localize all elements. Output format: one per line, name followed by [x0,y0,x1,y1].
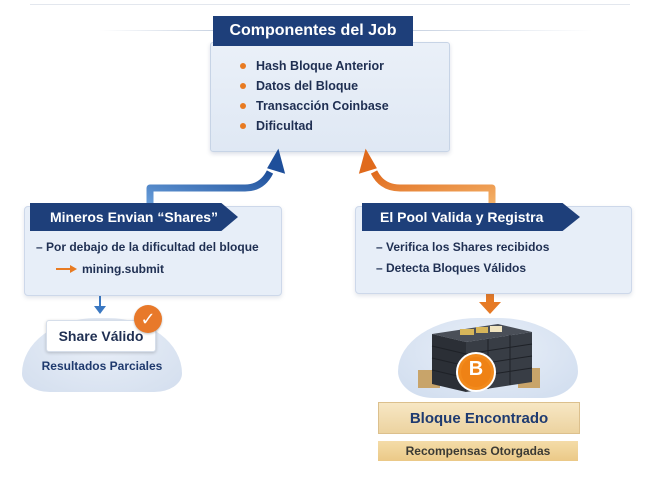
list-item: Dificultad [240,116,389,136]
miners-title: Mineros Envian “Shares” [30,203,238,231]
component-label: Datos del Bloque [256,79,359,93]
list-item: Transacción Coinbase [240,96,389,116]
header-rule-right [413,30,593,31]
rewards-label: Recompensas Otorgadas [378,441,578,461]
list-item: – Verifica los Shares recibidos [376,240,550,254]
job-components-list: Hash Bloque Anterior Datos del Bloque Tr… [240,56,389,136]
share-subtitle: Resultados Parciales [41,359,163,373]
component-label: Dificultad [256,119,313,133]
bullet-icon [240,103,246,109]
list-item: Hash Bloque Anterior [240,56,389,76]
component-label: Hash Bloque Anterior [256,59,385,73]
job-components-title: Componentes del Job [213,16,413,46]
arrow-to-job-blue-icon [146,148,286,206]
list-item: – Detecta Bloques Válidos [376,261,527,275]
job-components-panel [210,42,450,152]
pool-list: – Verifica los Shares recibidos – Detect… [376,240,549,282]
block-found-label: Bloque Encontrado [378,402,580,434]
check-icon: ✓ [134,305,162,333]
bullet-icon [240,83,246,89]
component-label: Transacción Coinbase [256,99,389,113]
header-rule-left [100,30,213,31]
arrow-down-orange-icon [479,292,501,314]
pool-title: El Pool Valida y Registra [362,203,580,231]
bullet-icon [240,123,246,129]
arrow-right-icon [56,265,77,273]
miners-submit-line: mining.submit [56,262,164,276]
miners-description: – Por debajo de la dificultad del bloque [36,240,259,254]
top-divider [30,4,630,5]
arrow-to-job-orange-icon [358,148,496,206]
mined-block-icon [418,324,540,392]
mining-submit-label: mining.submit [82,262,164,276]
bitcoin-icon: B [468,358,484,380]
bullet-icon [240,63,246,69]
list-item: Datos del Bloque [240,76,389,96]
